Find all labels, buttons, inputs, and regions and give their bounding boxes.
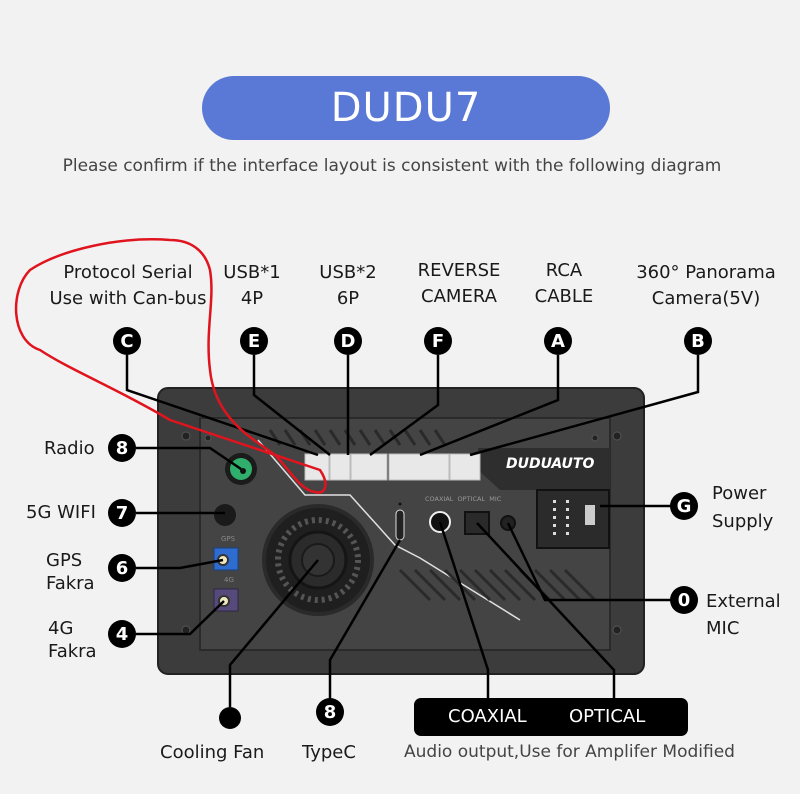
cooling-fan-dot: [219, 707, 241, 729]
subtitle: Please confirm if the interface layout i…: [62, 156, 722, 176]
badge-b: B: [684, 327, 712, 355]
label-line1: 360° Panorama: [636, 262, 776, 283]
label-line1: Protocol Serial: [63, 262, 193, 283]
screws: [181, 431, 622, 635]
label-line1: External: [706, 591, 781, 612]
label-line2: Fakra: [46, 573, 95, 594]
label-line1: USB*1: [223, 262, 281, 283]
label-line2: CABLE: [534, 286, 594, 307]
port-label-external-mic: External MIC: [706, 588, 781, 642]
label-line2: 4P: [240, 288, 264, 309]
port-label-5g-wifi: 5G WIFI: [26, 502, 96, 523]
badge-gps-6: 6: [108, 554, 136, 582]
label-line1: RCA: [545, 260, 583, 281]
badge-wifi-7: 7: [108, 499, 136, 527]
label-line2: CAMERA: [421, 286, 497, 307]
port-label-gps-fakra: GPS Fakra: [46, 549, 95, 595]
brand-logo: DUDUAUTO: [506, 456, 594, 472]
port-label-usb2: USB*2 6P: [308, 260, 388, 312]
leader-lines: [125, 355, 700, 707]
badge-a: A: [544, 327, 572, 355]
red-annotation-outline: [14, 238, 327, 494]
model-title: DUDU7: [330, 85, 482, 131]
badge-g: G: [670, 492, 698, 520]
label-line2: Supply: [712, 511, 774, 532]
typec-port: [395, 509, 405, 541]
power-supply-connector: [536, 489, 610, 549]
port-label-reverse-camera: REVERSE CAMERA: [406, 258, 512, 310]
port-label-protocol-serial: Protocol Serial Use with Can-bus: [40, 260, 216, 312]
badge-d: D: [334, 327, 362, 355]
port-label-360-panorama: 360° Panorama Camera(5V): [626, 260, 786, 312]
label-line2: Fakra: [48, 641, 97, 662]
label-line2: Camera(5V): [651, 288, 761, 309]
wifi-antenna-port: [214, 504, 236, 526]
label-line1: REVERSE: [417, 260, 501, 281]
audio-caption: Audio output,Use for Amplifer Modified: [404, 742, 735, 762]
trim-line: [257, 439, 521, 621]
badge-mic-0: 0: [670, 586, 698, 614]
badge-radio-8: 8: [108, 434, 136, 462]
label-line2: 6P: [336, 288, 360, 309]
gps-print-label: GPS: [221, 535, 236, 543]
brand-plate: [478, 448, 610, 490]
badge-typec-8: 8: [316, 698, 344, 726]
port-label-4g-fakra: 4G Fakra: [48, 617, 97, 663]
badge-c: C: [113, 327, 141, 355]
lte-print-label: 4G: [224, 576, 234, 584]
audio-output-box: COAXIAL OPTICAL: [414, 698, 688, 736]
badge-f: F: [424, 327, 452, 355]
badge-4g-4: 4: [108, 620, 136, 648]
harness-connectors: [304, 453, 481, 481]
port-label-cooling-fan: Cooling Fan: [160, 742, 265, 763]
port-label-typec: TypeC: [302, 742, 356, 763]
port-label-usb1: USB*1 4P: [214, 260, 290, 312]
optical-label: OPTICAL: [569, 706, 646, 727]
label-line1: GPS: [46, 550, 83, 571]
port-label-radio: Radio: [44, 438, 95, 459]
coaxial-label: COAXIAL: [448, 706, 527, 727]
label-line1: USB*2: [319, 262, 377, 283]
port-label-power-supply: Power Supply: [712, 480, 773, 536]
label-line2: MIC: [706, 618, 740, 639]
model-title-pill: DUDU7: [202, 76, 610, 140]
label-line1: Power: [712, 483, 767, 504]
port-print-labels: COAXIAL OPTICAL MIC: [425, 495, 502, 503]
label-line1: 4G: [48, 618, 74, 639]
label-line2: Use with Can-bus: [49, 288, 207, 309]
badge-e: E: [240, 327, 268, 355]
port-label-rca-cable: RCA CABLE: [526, 258, 602, 310]
top-vent: [268, 429, 447, 446]
